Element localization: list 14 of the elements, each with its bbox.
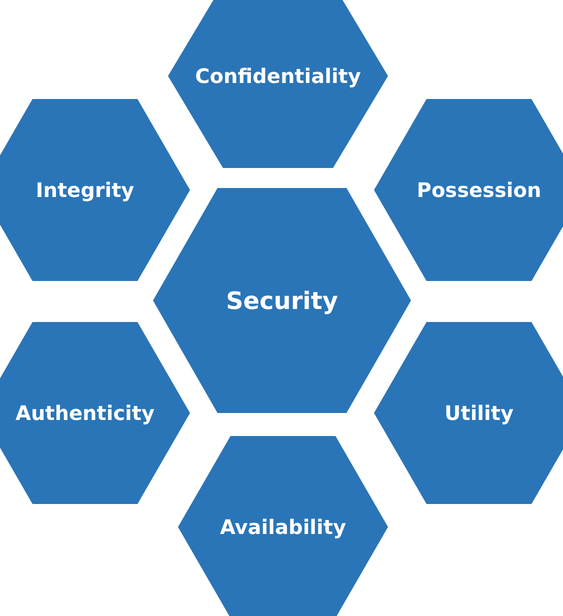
hexagon-label: Integrity <box>34 178 136 202</box>
hexagon-label: Utility <box>444 401 514 425</box>
hexagon-label: Possession <box>416 178 542 202</box>
hexagon <box>0 99 190 281</box>
hexagon-label: Authenticity <box>14 401 156 425</box>
hexagon <box>0 322 190 504</box>
hexagon-label: Availability <box>219 515 347 539</box>
hexagon <box>178 436 388 616</box>
hexagon <box>374 99 563 281</box>
hexagon-label: Confidentiality <box>194 64 362 88</box>
hexagon <box>168 0 388 168</box>
hexagon-label: Security <box>224 286 340 314</box>
hexagon <box>153 188 411 413</box>
hexagon <box>374 322 563 504</box>
